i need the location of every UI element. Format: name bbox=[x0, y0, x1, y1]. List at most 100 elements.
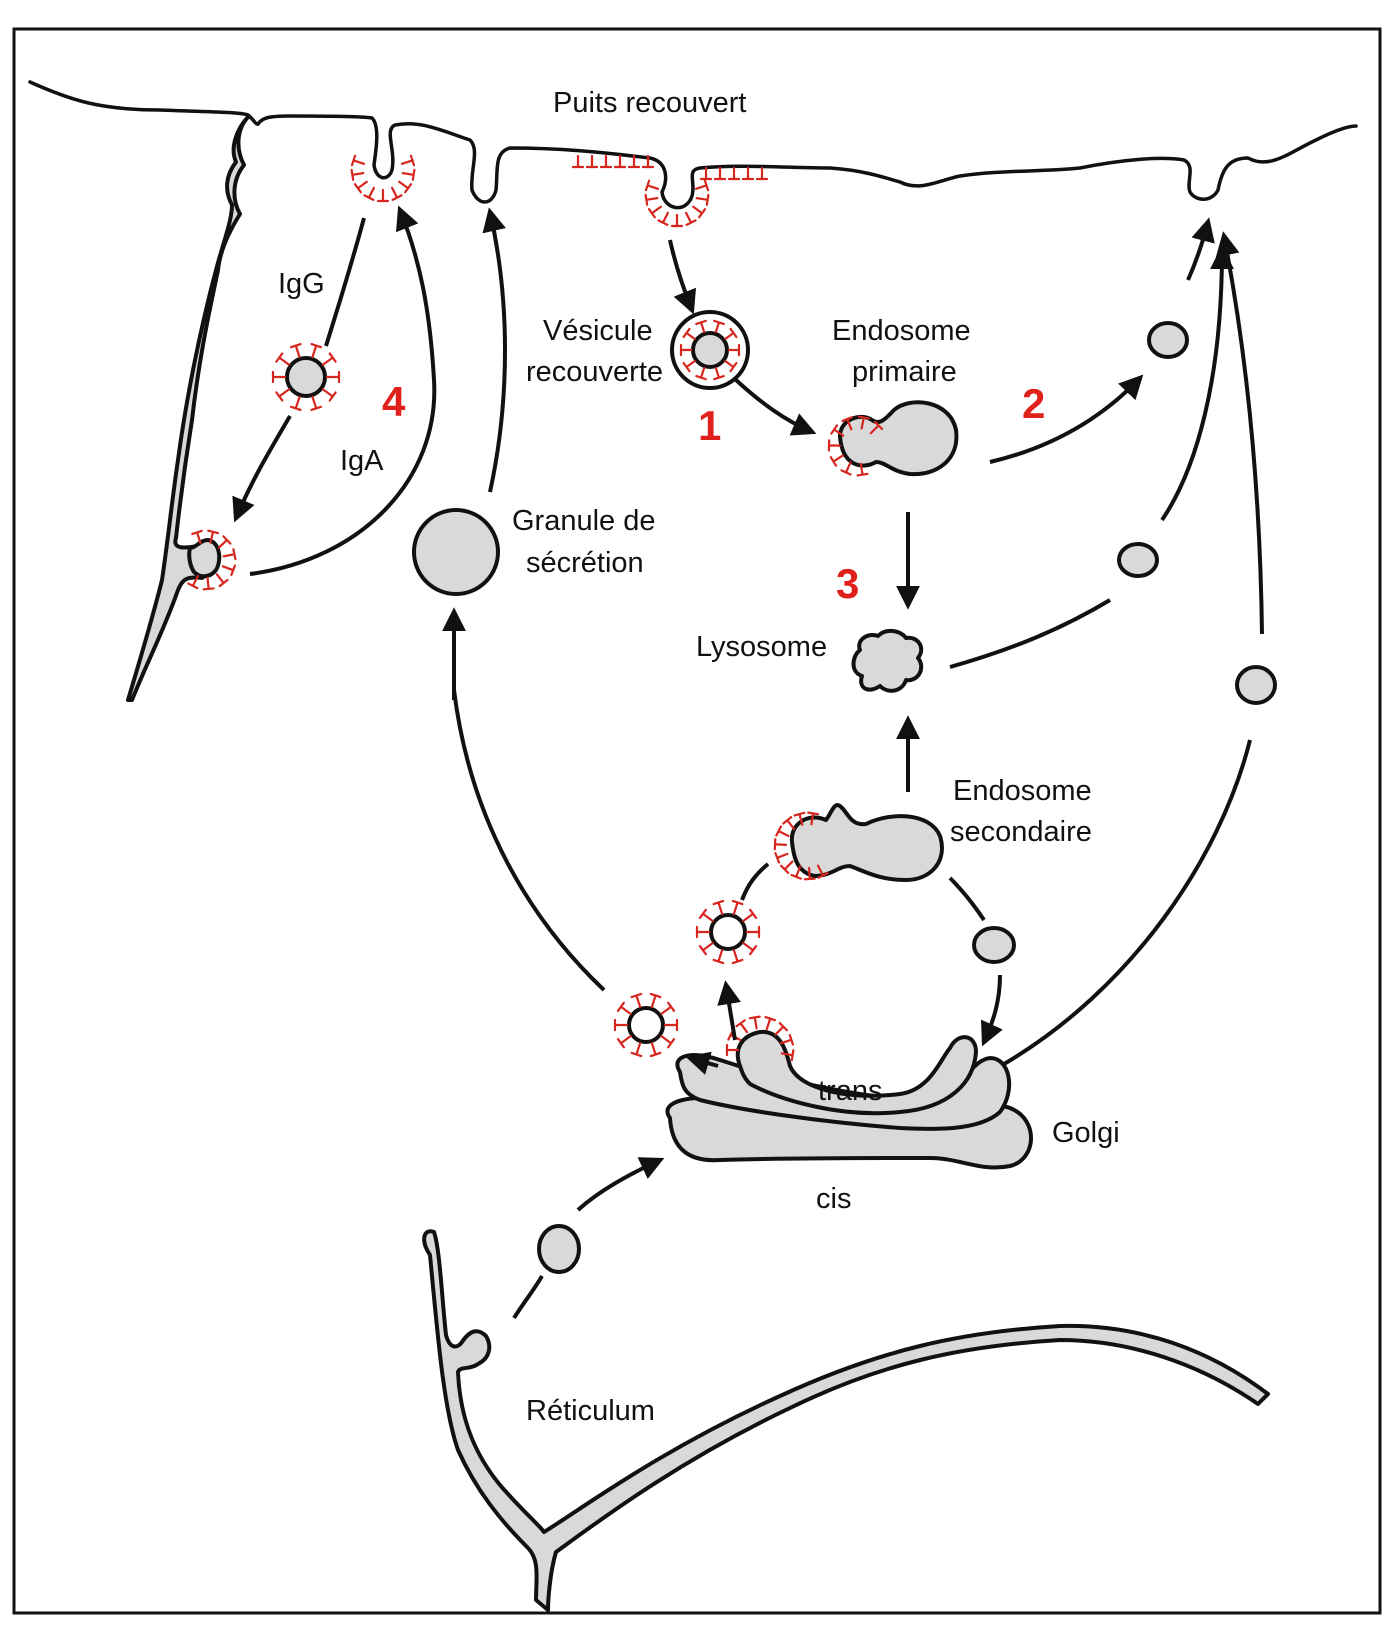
clathrin-spike-igg-vesicle bbox=[310, 395, 323, 412]
step-number-2: 2 bbox=[1022, 380, 1045, 427]
clathrin-spike-membrane-left bbox=[627, 154, 641, 169]
clathrin-spike-golgi-endosome-vesicle bbox=[731, 948, 744, 965]
clathrin-spike-golgi-endosome-vesicle bbox=[712, 899, 725, 916]
clathrin-spike-late-endosome bbox=[780, 860, 794, 874]
clathrin-spike-basolateral-pocket bbox=[191, 529, 203, 544]
clathrin-spike-membrane-left bbox=[571, 154, 585, 169]
clathrin-spike-late-endosome bbox=[775, 825, 790, 838]
arrow-coated-vesicle-to-early-endosome bbox=[734, 378, 817, 436]
clathrin-spike-membrane-right bbox=[741, 166, 755, 181]
clathrin-spike-apical-pocket bbox=[398, 180, 413, 194]
arrows bbox=[232, 205, 1264, 1320]
label-secretory-granule-1: Granule de bbox=[512, 505, 656, 537]
clathrin-spike-igg-vesicle bbox=[289, 342, 302, 359]
clathrin-spike-golgi-secretion-vesicle bbox=[630, 992, 643, 1009]
clathrin-spike-apical-pocket bbox=[350, 154, 366, 167]
clathrin-spike-golgi-endosome-vesicle bbox=[745, 925, 761, 939]
clathrin-spike-basolateral-pocket bbox=[207, 529, 220, 544]
arrow-vesicle-to-golgi bbox=[981, 974, 1003, 1047]
clathrin-spike-golgi-endosome-vesicle bbox=[731, 899, 744, 916]
clathrin-spike-coated-vesicle bbox=[695, 366, 707, 381]
clathrin-spike-coated-vesicle bbox=[727, 343, 741, 357]
coated-vesicle-golgi-secretion bbox=[627, 1006, 665, 1044]
clathrin-spike-trans-golgi bbox=[748, 1015, 761, 1030]
clathrin-spike-coated-vesicle bbox=[724, 327, 738, 340]
clathrin-spike-membrane-left bbox=[613, 154, 627, 169]
clathrin-spike-igg-vesicle bbox=[321, 388, 337, 402]
clathrin-spike-trans-golgi bbox=[780, 1049, 795, 1062]
arrow-golgi-to-coated-vesicle bbox=[717, 980, 741, 1041]
label-lysosome: Lysosome bbox=[696, 631, 827, 663]
arrow-recycling-to-membrane bbox=[1186, 217, 1215, 281]
coated-vesicle-golgi-endosome bbox=[709, 913, 747, 951]
label-early-endosome-1: Endosome bbox=[832, 315, 971, 347]
early-endosome bbox=[838, 400, 959, 477]
clathrin-coats bbox=[187, 154, 884, 1062]
clathrin-spike-coated-pit bbox=[684, 211, 697, 226]
late-endosome bbox=[789, 803, 944, 882]
endoplasmic-reticulum bbox=[422, 1229, 1270, 1612]
clathrin-spike-igg-vesicle bbox=[271, 370, 287, 384]
path-lysosome-to-vesicle bbox=[949, 598, 1112, 669]
secretory-granule bbox=[412, 508, 500, 596]
clathrin-spike-golgi-secretion-vesicle bbox=[616, 1001, 632, 1015]
clathrin-spike-late-endosome bbox=[782, 816, 796, 831]
clathrin-spike-late-endosome bbox=[790, 865, 802, 880]
arrow-igg-to-basolateral bbox=[232, 414, 292, 523]
clathrin-spike-late-endosome bbox=[773, 838, 788, 851]
clathrin-spike-igg-vesicle bbox=[289, 395, 302, 412]
clathrin-spike-early-endosome bbox=[827, 439, 842, 452]
label-coated-pit: Puits recouvert bbox=[553, 87, 746, 119]
arrow-granule-to-membrane bbox=[482, 207, 507, 493]
clathrin-spike-trans-golgi bbox=[774, 1022, 788, 1036]
clathrin-spike-coated-pit bbox=[657, 211, 670, 226]
clathrin-spike-apical-pocket bbox=[376, 188, 390, 203]
clathrin-spike-golgi-endosome-vesicle bbox=[698, 942, 714, 956]
arrow-constitutive-to-membrane bbox=[1215, 231, 1264, 635]
clathrin-spike-late-endosome bbox=[807, 811, 820, 826]
igg-transcytosis-vesicle bbox=[285, 356, 327, 398]
clathrin-spike-trans-golgi bbox=[725, 1043, 740, 1057]
arrow-golgi-to-secretion-vesicle bbox=[685, 1051, 719, 1075]
label-late-endosome-1: Endosome bbox=[953, 775, 1092, 807]
plasma-membrane bbox=[28, 80, 1358, 210]
label-cis: cis bbox=[816, 1183, 851, 1215]
clathrin-spike-coated-vesicle bbox=[682, 360, 696, 373]
clathrin-spike-basolateral-pocket bbox=[217, 535, 232, 549]
clathrin-spike-apical-pocket bbox=[353, 180, 368, 194]
clathrin-spike-golgi-endosome-vesicle bbox=[698, 908, 714, 922]
constitutive-vesicle bbox=[1235, 665, 1277, 705]
clathrin-spike-membrane-left bbox=[641, 154, 655, 169]
path-late-endosome-to-vesicle bbox=[948, 876, 986, 922]
clathrin-spike-golgi-secretion-vesicle bbox=[630, 1041, 643, 1058]
clathrin-spike-basolateral-pocket bbox=[202, 576, 215, 591]
clathrin-spike-golgi-endosome-vesicle bbox=[712, 948, 725, 965]
clathrin-spike-basolateral-pocket bbox=[187, 574, 199, 590]
arrow-er-to-golgi bbox=[576, 1157, 665, 1212]
clathrin-spike-golgi-secretion-vesicle bbox=[649, 1041, 662, 1058]
recycling-vesicle-2 bbox=[1147, 321, 1189, 359]
clathrin-spike-coated-pit bbox=[695, 193, 710, 206]
arrow-early-endosome-to-recycling bbox=[989, 374, 1144, 464]
arrow-pit-to-coated-vesicle bbox=[668, 239, 697, 315]
label-trans: trans bbox=[818, 1075, 882, 1107]
clathrin-spike-golgi-secretion-vesicle bbox=[616, 1035, 632, 1049]
clathrin-spike-apical-pocket bbox=[363, 186, 376, 201]
clathrin-spike-igg-vesicle bbox=[325, 370, 341, 384]
path-er-bud-to-vesicle bbox=[512, 1275, 544, 1320]
label-late-endosome-2: secondaire bbox=[950, 816, 1092, 848]
labels: Puits recouvert Vésicule recouverte Endo… bbox=[278, 87, 1120, 1427]
label-secretory-granule-2: sécrétion bbox=[526, 547, 644, 579]
label-igg: IgG bbox=[278, 268, 325, 300]
clathrin-spike-igg-vesicle bbox=[275, 352, 291, 366]
clathrin-spike-apical-pocket bbox=[401, 168, 416, 181]
clathrin-spike-igg-vesicle bbox=[310, 342, 323, 359]
golgi-cisterna-trans bbox=[735, 1029, 978, 1116]
clathrin-spike-golgi-secretion-vesicle bbox=[660, 1001, 676, 1015]
path-golgi-to-constitutive-vesicle bbox=[1002, 739, 1252, 1066]
clathrin-spike-late-endosome bbox=[793, 811, 806, 826]
clathrin-spike-golgi-endosome-vesicle bbox=[742, 908, 758, 922]
clathrin-spike-early-endosome bbox=[869, 420, 884, 435]
clathrin-spike-coated-pit bbox=[644, 179, 660, 192]
